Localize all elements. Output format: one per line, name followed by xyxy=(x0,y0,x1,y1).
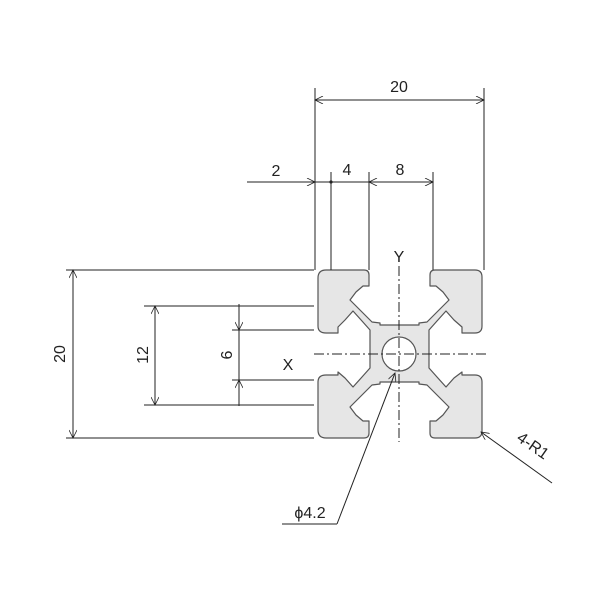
dim-top-20: 20 xyxy=(315,79,484,100)
dim-2-label: 2 xyxy=(272,163,281,180)
dim-4-label: 4 xyxy=(343,162,352,179)
radius-callout: 4-R1 xyxy=(481,429,553,484)
dim-left-20-label: 20 xyxy=(52,345,69,363)
hole-callout: ϕ4.2 xyxy=(282,373,395,525)
dim-8-label: 8 xyxy=(396,162,405,179)
center-lines xyxy=(314,266,486,442)
dim-6-label: 6 xyxy=(219,350,236,359)
y-axis-label: Y xyxy=(394,249,405,266)
dim-12-label: 12 xyxy=(135,346,152,364)
hole-diameter-label: ϕ4.2 xyxy=(294,505,325,522)
radius-label: 4-R1 xyxy=(513,429,551,463)
extension-lines xyxy=(66,88,485,439)
dim-12: 12 xyxy=(135,306,155,405)
dim-6: 6 xyxy=(219,304,239,406)
dim-2-4-8: 2 4 8 xyxy=(247,162,433,184)
dim-left-20: 20 xyxy=(52,270,73,438)
x-axis-label: X xyxy=(283,357,294,374)
dim-top-20-label: 20 xyxy=(390,79,408,96)
